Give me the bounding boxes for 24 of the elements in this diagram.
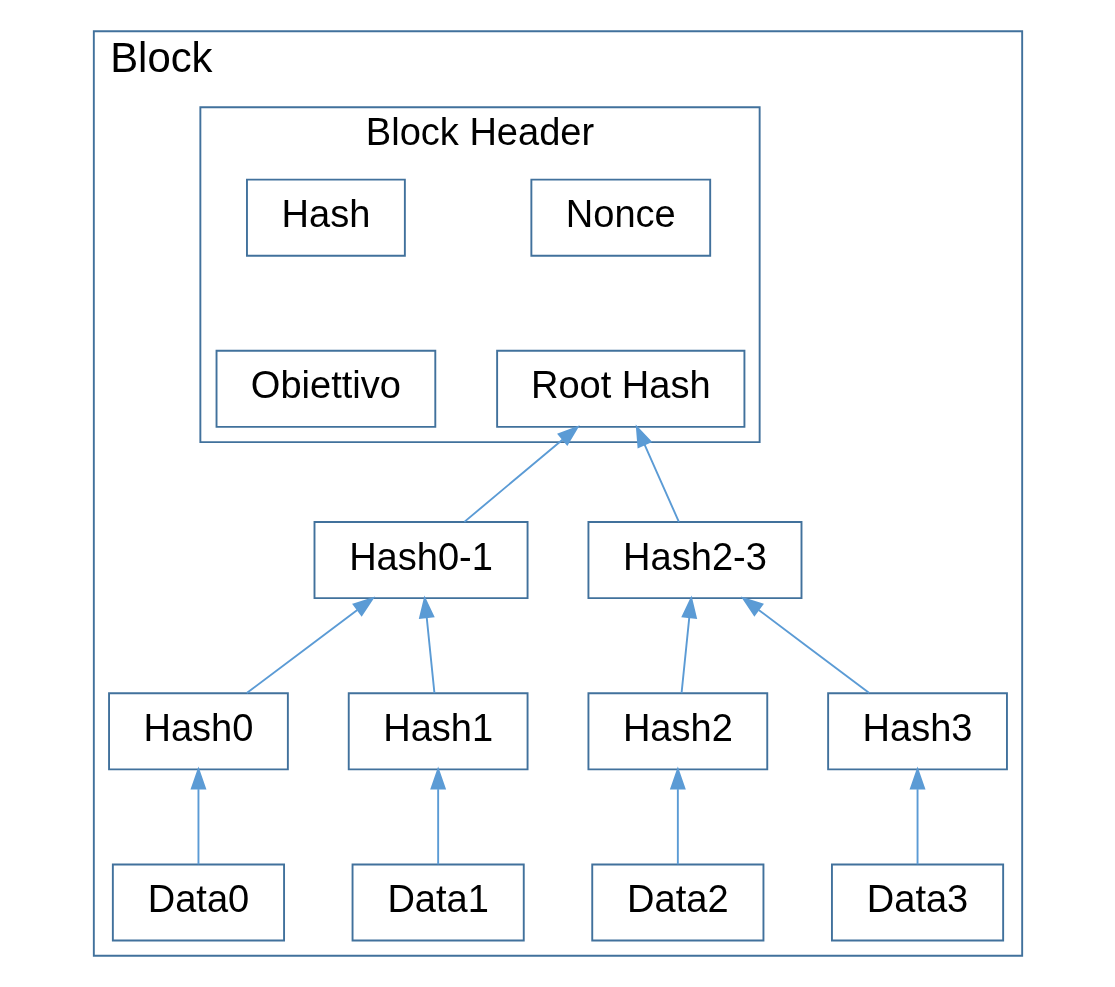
node-box: Hash2	[587, 692, 768, 771]
arrow	[418, 595, 435, 695]
node-box: Hash0-1	[313, 521, 528, 600]
arrow	[245, 596, 375, 695]
node-box: Hash2-3	[587, 521, 802, 600]
node-box: Hash	[245, 178, 406, 257]
node-box: Nonce	[529, 178, 711, 257]
arrow	[429, 766, 446, 866]
node-box: Data0	[111, 863, 285, 942]
node-box: Obiettivo	[215, 349, 436, 428]
arrow	[740, 596, 870, 695]
node-box: Hash1	[347, 692, 528, 771]
node-box: Data2	[590, 863, 764, 942]
node-box: Data3	[830, 863, 1004, 942]
node-box: Data1	[351, 863, 525, 942]
node-box: Root Hash	[495, 349, 745, 428]
arrow	[635, 424, 680, 523]
arrow	[909, 766, 926, 866]
node-box: Hash3	[826, 692, 1008, 771]
node-box: Hash0	[107, 692, 289, 771]
arrow	[680, 595, 697, 695]
arrow	[189, 766, 206, 866]
arrow	[462, 425, 580, 523]
arrow	[669, 766, 686, 866]
